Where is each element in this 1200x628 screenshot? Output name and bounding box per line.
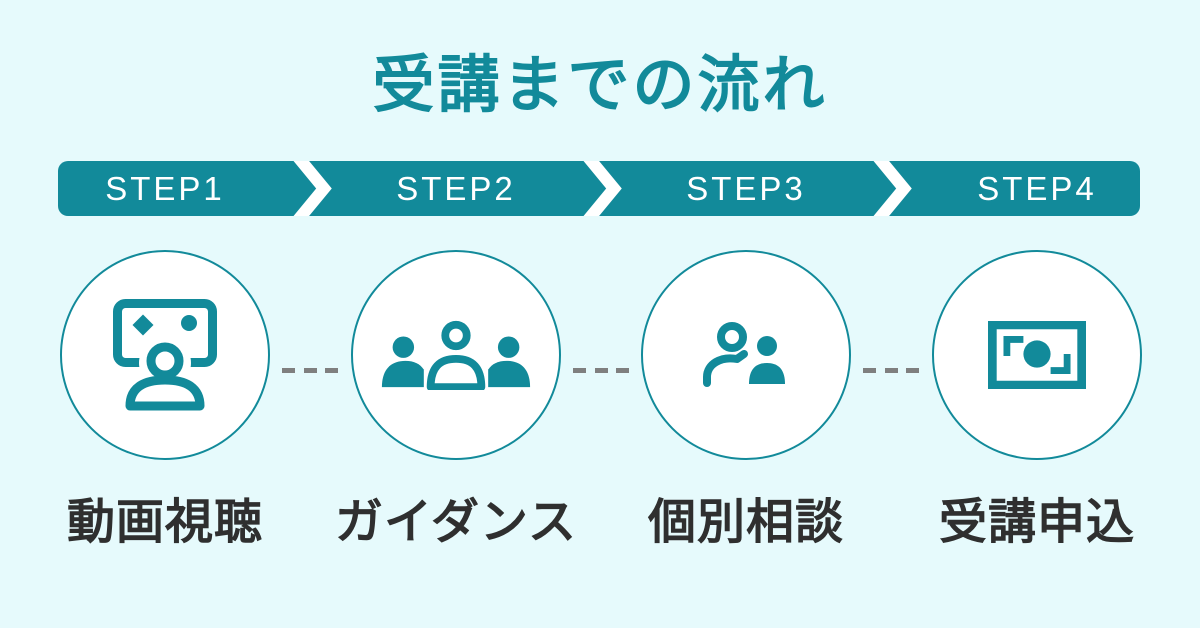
step2-banner-label: STEP2 [396,170,516,207]
step2-name: ガイダンス [334,496,578,549]
chevron-separator-icon [873,161,912,216]
step4-name: 受講申込 [938,496,1135,549]
page-title: 受講までの流れ [372,51,828,120]
two-person-consult-icon [703,322,785,387]
step3-banner-label: STEP3 [686,170,806,207]
step4-banner-label: STEP4 [977,170,1097,207]
step3-name: 個別相談 [647,496,844,549]
step1-banner-label: STEP1 [105,170,225,207]
step2-circle [351,250,561,460]
chevron-separator-icon [583,161,622,216]
step1-name: 動画視聴 [66,496,263,549]
dashed-connector [282,368,338,373]
step4-circle [932,250,1142,460]
group-people-icon [381,320,531,390]
step-progress-bar: STEP1 STEP2 STEP3 STEP4 [58,161,1140,216]
step3-circle [641,250,851,460]
webinar-video-icon [113,299,217,411]
dashed-connector [573,368,629,373]
dashed-connector [863,368,919,373]
chevron-separator-icon [293,161,332,216]
banknote-payment-icon [988,321,1086,389]
step1-circle [60,250,270,460]
